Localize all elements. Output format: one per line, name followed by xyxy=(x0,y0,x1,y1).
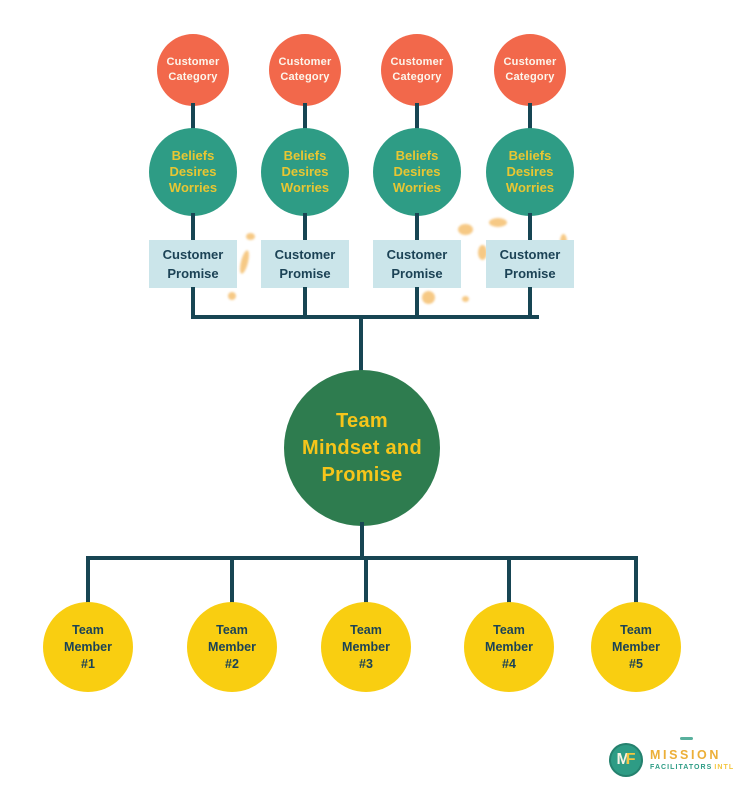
team-mindset-node: Team Mindset and Promise xyxy=(284,370,440,526)
connector-line xyxy=(528,103,532,132)
customer-promise-node: Customer Promise xyxy=(486,240,574,288)
connector-line xyxy=(528,213,532,241)
splatter-mark xyxy=(489,218,507,227)
connector-line xyxy=(359,317,363,372)
connector-line xyxy=(191,287,195,317)
team-member-node: Team Member #4 xyxy=(464,602,554,692)
customer-promise-node: Customer Promise xyxy=(149,240,237,288)
customer-category-node: Customer Category xyxy=(269,34,341,106)
connector-line xyxy=(634,558,638,604)
team-member-node: Team Member #3 xyxy=(321,602,411,692)
logo-intl-word: INTL xyxy=(714,764,735,771)
splatter-mark xyxy=(238,249,251,275)
beliefs-label: Beliefs Desires Worries xyxy=(392,148,442,195)
logo-facilitators-word: FACILITATORS xyxy=(650,764,713,771)
customer-category-node: Customer Category xyxy=(494,34,566,106)
splatter-mark xyxy=(478,245,487,260)
team-mindset-label: Team Mindset and Promise xyxy=(302,409,422,486)
customer-promise-node: Customer Promise xyxy=(373,240,461,288)
connector-line xyxy=(507,558,511,604)
customer-promise-label: Customer Promise xyxy=(386,247,448,281)
connector-line xyxy=(415,213,419,241)
team-member-node: Team Member #5 xyxy=(591,602,681,692)
splatter-mark xyxy=(462,296,469,302)
beliefs-label: Beliefs Desires Worries xyxy=(505,148,555,195)
team-member-node: Team Member #2 xyxy=(187,602,277,692)
beliefs-desires-worries-node: Beliefs Desires Worries xyxy=(486,128,574,216)
bottom-bus-line xyxy=(86,556,638,560)
logo-mission-text: MISSION xyxy=(650,748,721,762)
connector-line xyxy=(415,103,419,132)
team-member-label: Team Member #2 xyxy=(208,622,256,671)
customer-category-label: Customer Category xyxy=(278,56,332,83)
customer-category-label: Customer Category xyxy=(166,56,220,83)
connector-line xyxy=(364,558,368,604)
connector-line xyxy=(303,213,307,241)
splatter-mark xyxy=(422,291,435,304)
connector-line xyxy=(303,103,307,132)
splatter-mark xyxy=(246,233,255,240)
logo-monogram-f: F xyxy=(625,751,636,768)
connector-line xyxy=(415,287,419,317)
customer-category-node: Customer Category xyxy=(157,34,229,106)
splatter-mark xyxy=(458,224,473,235)
top-bus-line xyxy=(191,315,539,319)
team-member-node: Team Member #1 xyxy=(43,602,133,692)
customer-promise-label: Customer Promise xyxy=(499,247,561,281)
beliefs-desires-worries-node: Beliefs Desires Worries xyxy=(149,128,237,216)
customer-category-label: Customer Category xyxy=(503,56,557,83)
team-member-label: Team Member #3 xyxy=(342,622,390,671)
connector-line xyxy=(528,287,532,317)
beliefs-label: Beliefs Desires Worries xyxy=(168,148,218,195)
customer-category-node: Customer Category xyxy=(381,34,453,106)
logo-accent-dash xyxy=(680,737,693,740)
connector-line xyxy=(230,558,234,604)
customer-promise-node: Customer Promise xyxy=(261,240,349,288)
connector-line xyxy=(86,558,90,604)
customer-promise-label: Customer Promise xyxy=(274,247,336,281)
connector-line xyxy=(191,103,195,132)
beliefs-label: Beliefs Desires Worries xyxy=(280,148,330,195)
team-member-label: Team Member #5 xyxy=(612,622,660,671)
customer-category-label: Customer Category xyxy=(390,56,444,83)
beliefs-desires-worries-node: Beliefs Desires Worries xyxy=(261,128,349,216)
customer-promise-label: Customer Promise xyxy=(162,247,224,281)
connector-line xyxy=(303,287,307,317)
logo-monogram-m: M xyxy=(616,751,630,768)
splatter-mark xyxy=(228,292,236,300)
beliefs-desires-worries-node: Beliefs Desires Worries xyxy=(373,128,461,216)
team-member-label: Team Member #1 xyxy=(64,622,112,671)
team-member-label: Team Member #4 xyxy=(485,622,533,671)
connector-line xyxy=(360,522,364,558)
connector-line xyxy=(191,213,195,241)
